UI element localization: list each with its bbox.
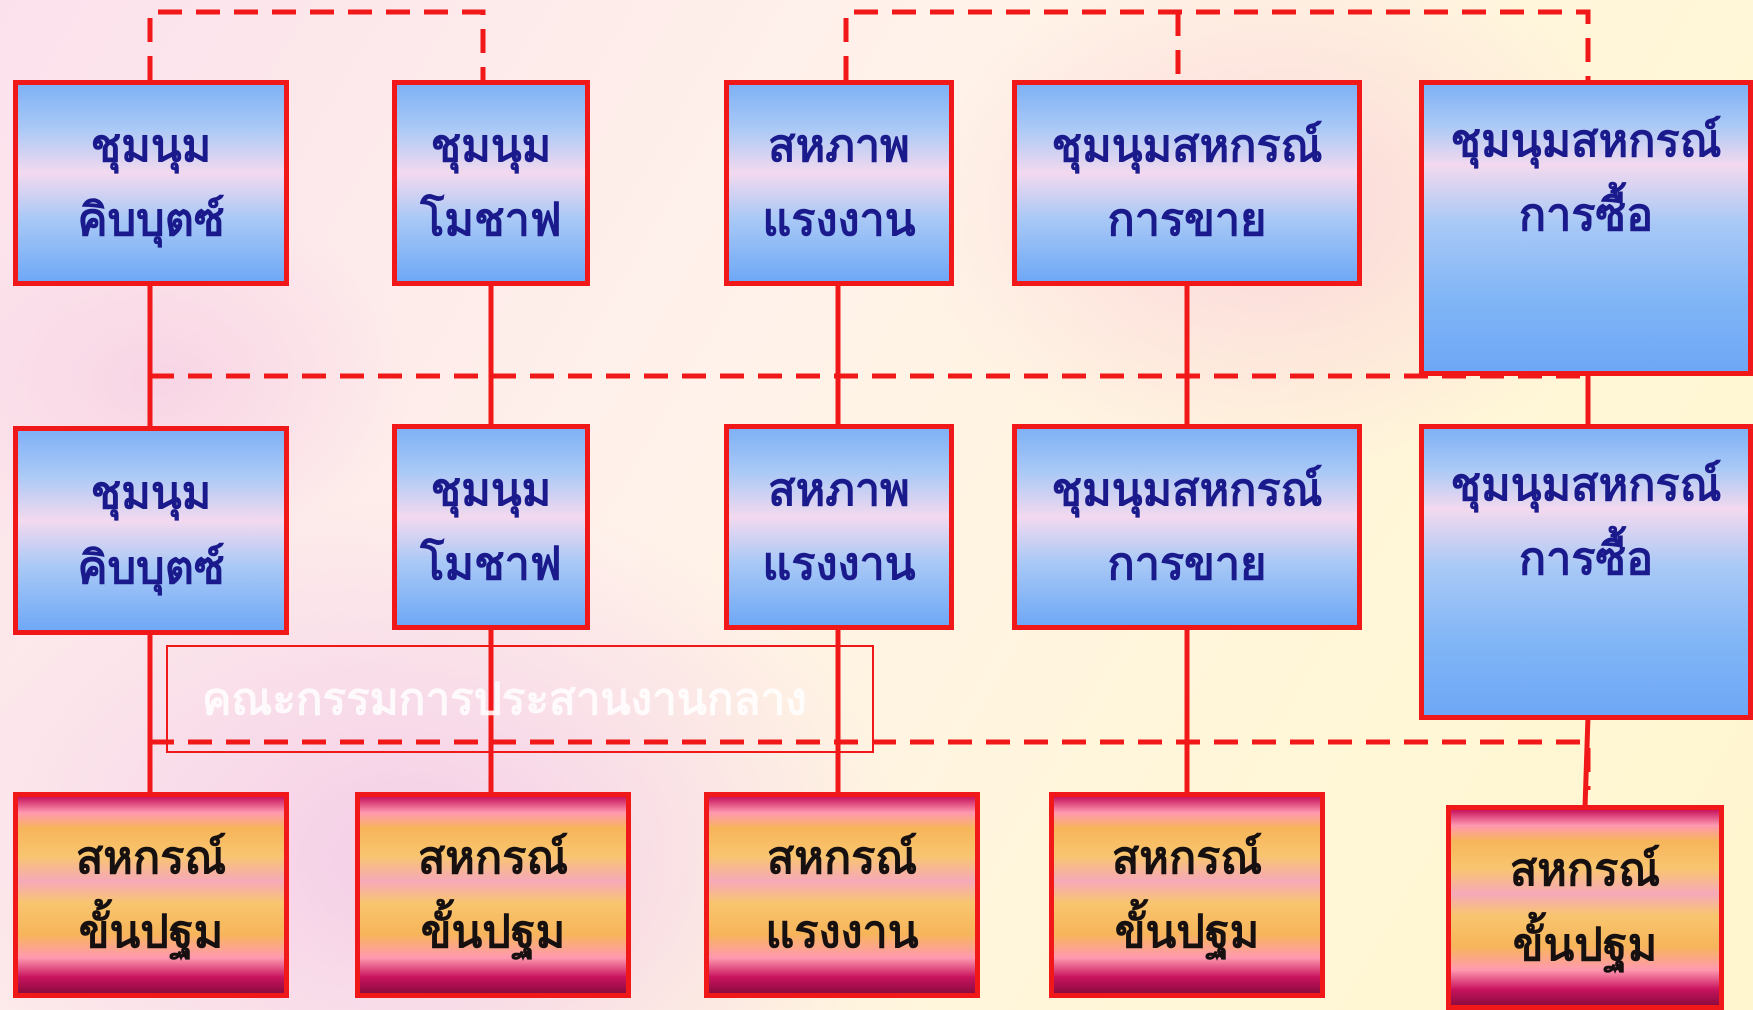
row3-box-4-line2: ขั้นปฐม — [1114, 905, 1260, 958]
row1-box-kibbutz-federation: ชุมนุม คิบบุตซ์ — [13, 80, 289, 286]
row3-box-1-line2: ขั้นปฐม — [78, 905, 224, 958]
row3-box-2-line1: สหกรณ์ — [417, 830, 569, 884]
row1-box-kibbutz-line2: คิบบุตซ์ — [77, 193, 225, 246]
row2-box-purchase-line2: การซื้อ — [1518, 532, 1654, 585]
row2-box-moshav-federation: ชุมนุม โมชาฟ — [392, 424, 590, 630]
row1-box-purchase-line2: การซื้อ — [1518, 188, 1654, 241]
row2-box-moshav-line2: โมชาฟ — [420, 537, 562, 590]
row2-box-moshav-line1: ชุมนุม — [430, 462, 552, 516]
row1-box-moshav-line2: โมชาฟ — [420, 193, 562, 246]
row2-box-kibbutz-line2: คิบบุตซ์ — [77, 540, 225, 594]
row1-box-purchase-line1: ชุมนุมสหกรณ์ — [1450, 113, 1722, 167]
row3-box-primary-coop-1: สหกรณ์ ขั้นปฐม — [13, 792, 289, 998]
row1-box-labor-line1: สหภาพ — [768, 118, 910, 172]
row3-box-2-line2: ขั้นปฐม — [420, 905, 566, 958]
row2-box-sales-coop-federation: ชุมนุมสหกรณ์ การขาย — [1012, 424, 1362, 630]
row2-box-labor-line1: สหภาพ — [768, 462, 910, 516]
row2-box-purchase-line1: ชุมนุมสหกรณ์ — [1450, 457, 1722, 511]
top-dashed-link-left — [147, 9, 486, 80]
row3-box-5-line2: ขั้นปฐม — [1512, 917, 1658, 971]
row2-box-purchase-coop-federation: ชุมนุมสหกรณ์ การซื้อ — [1419, 424, 1753, 720]
row3-box-4-line1: สหกรณ์ — [1111, 830, 1263, 884]
row3-box-3-line2: แรงงาน — [765, 905, 919, 958]
row2-box-sales-line1: ชุมนุมสหกรณ์ — [1051, 462, 1323, 516]
row3-box-labor-coop: สหกรณ์ แรงงาน — [704, 792, 980, 998]
row1-box-purchase-coop-federation: ชุมนุมสหกรณ์ การซื้อ — [1419, 80, 1753, 376]
row2-box-labor-union: สหภาพ แรงงาน — [724, 424, 954, 630]
top-dashed-link-right — [843, 9, 1591, 80]
row1-box-labor-union: สหภาพ แรงงาน — [724, 80, 954, 286]
row3-box-5-line1: สหกรณ์ — [1509, 843, 1661, 897]
connector-purchase — [1582, 374, 1591, 809]
row3-box-primary-coop-2: สหกรณ์ ขั้นปฐม — [355, 792, 631, 998]
row3-box-primary-coop-5: สหกรณ์ ขั้นปฐม — [1446, 805, 1724, 1010]
row3-box-3-line1: สหกรณ์ — [766, 830, 918, 884]
row1-box-sales-line2: การขาย — [1107, 193, 1267, 246]
row2-box-sales-line2: การขาย — [1107, 537, 1267, 590]
row1-box-labor-line2: แรงงาน — [762, 193, 916, 246]
row2-box-kibbutz-line1: ชุมนุม — [90, 466, 212, 520]
row1-box-moshav-federation: ชุมนุม โมชาฟ — [392, 80, 590, 286]
row3-box-1-line1: สหกรณ์ — [75, 830, 227, 884]
row2-box-labor-line2: แรงงาน — [762, 537, 916, 590]
central-coordinating-committee-label: คณะกรรมการประสานงานกลาง — [166, 645, 874, 753]
lower-dashed-line — [150, 739, 1591, 790]
row1-box-kibbutz-line1: ชุมนุม — [90, 118, 212, 172]
row3-box-primary-coop-4: สหกรณ์ ขั้นปฐม — [1049, 792, 1325, 998]
committee-label-text: คณะกรรมการประสานงานกลาง — [202, 674, 807, 725]
row2-box-kibbutz-federation: ชุมนุม คิบบุตซ์ — [13, 426, 289, 635]
row1-box-sales-coop-federation: ชุมนุมสหกรณ์ การขาย — [1012, 80, 1362, 286]
row1-box-sales-line1: ชุมนุมสหกรณ์ — [1051, 118, 1323, 172]
row1-box-moshav-line1: ชุมนุม — [430, 118, 552, 172]
